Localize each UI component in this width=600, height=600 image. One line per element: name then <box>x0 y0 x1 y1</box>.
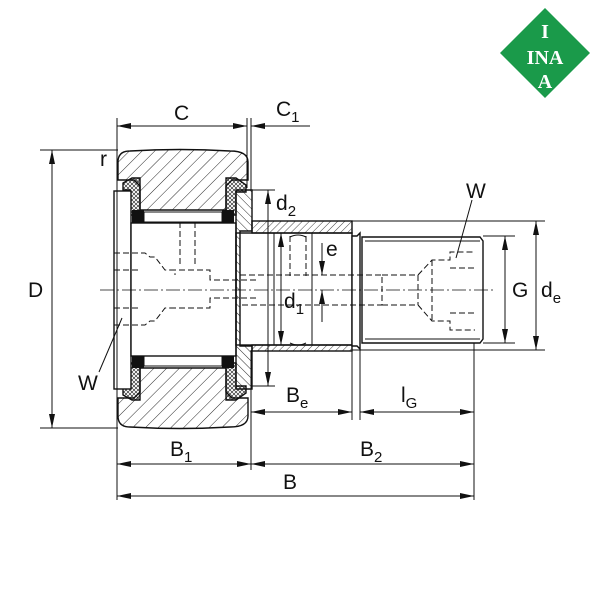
threaded-stud <box>351 231 484 351</box>
label-de: de <box>541 279 561 307</box>
label-Be: Be <box>286 384 308 412</box>
svg-text:INA: INA <box>527 47 564 69</box>
needle-rollers <box>132 210 234 368</box>
dimension-labels: C C1 r D d2 d1 e W W G de Be lG B1 B2 B <box>28 98 561 494</box>
label-B1: B1 <box>170 438 192 466</box>
label-d1: d1 <box>284 290 304 318</box>
label-d2: d2 <box>276 192 296 220</box>
svg-text:A: A <box>538 71 553 93</box>
label-D: D <box>28 279 43 302</box>
outer-ring <box>117 148 249 430</box>
label-lG: lG <box>401 384 417 412</box>
label-r: r <box>100 148 107 171</box>
label-W-right: W <box>466 180 486 203</box>
stud-head <box>113 190 237 390</box>
thrust-washer <box>235 189 253 390</box>
label-B2: B2 <box>360 438 382 466</box>
hidden-lines <box>114 222 475 331</box>
label-C: C <box>174 102 189 125</box>
dimension-lines <box>40 118 545 500</box>
label-W-left: W <box>78 372 98 395</box>
label-e: e <box>326 238 338 261</box>
label-B: B <box>283 471 297 494</box>
ina-logo: I INA A <box>500 8 590 98</box>
svg-text:I: I <box>541 21 549 43</box>
label-G: G <box>512 279 528 302</box>
eccentric-collar <box>235 220 353 352</box>
label-C1: C1 <box>276 98 300 126</box>
